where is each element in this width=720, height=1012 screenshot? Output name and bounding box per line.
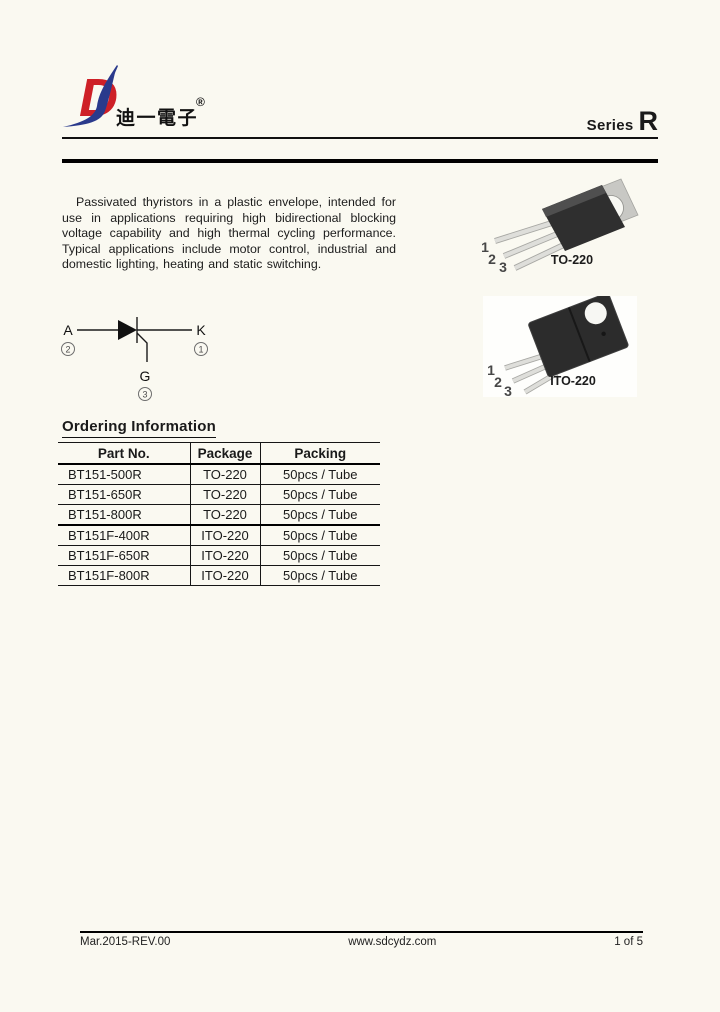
- part-number: BT151-500R: [58, 464, 191, 485]
- footer-revision: Mar.2015-REV.00: [80, 936, 171, 948]
- ordering-table: Part No. Package Packing BT151-500R TO-2…: [58, 442, 380, 586]
- to220-illustration-icon: 1 2 3 TO-220: [481, 178, 639, 275]
- package-type: ITO-220: [189, 565, 261, 586]
- column-header-packing: Packing: [259, 442, 380, 464]
- footer: Mar.2015-REV.00 www.sdcydz.com 1 of 5: [80, 936, 643, 948]
- gate-label: G: [140, 368, 151, 384]
- column-header-package: Package: [189, 442, 261, 464]
- ito220-package-figure: 1 2 3 ITO-220: [483, 292, 637, 399]
- part-number: BT151-800R: [58, 504, 191, 525]
- company-name: 迪一電子: [116, 108, 199, 129]
- to220-package-figure: 1 2 3 TO-220: [458, 170, 673, 292]
- cathode-label: K: [196, 322, 206, 338]
- package-type: TO-220: [189, 504, 261, 525]
- to220-pin1-label: 1: [481, 239, 489, 255]
- table-row: BT151-500R TO-220 50pcs / Tube: [58, 464, 380, 485]
- package-type: ITO-220: [189, 525, 261, 546]
- part-number: BT151F-800R: [58, 565, 191, 586]
- table-row: BT151F-800R ITO-220 50pcs / Tube: [58, 565, 380, 586]
- packing-info: 50pcs / Tube: [259, 484, 380, 505]
- thyristor-symbol-icon: A K G 2 1 3: [61, 317, 208, 401]
- package-type: TO-220: [189, 484, 261, 505]
- series-letter: R: [638, 106, 659, 136]
- product-description: Passivated thyristors in a plastic envel…: [62, 195, 396, 272]
- footer-divider: [80, 931, 643, 934]
- cathode-pin-number: 1: [198, 345, 203, 355]
- packing-info: 50pcs / Tube: [259, 504, 380, 525]
- ito220-package-name: ITO-220: [550, 374, 596, 388]
- packing-info: 50pcs / Tube: [259, 464, 380, 485]
- part-number: BT151-650R: [58, 484, 191, 505]
- table-row: BT151-800R TO-220 50pcs / Tube: [58, 504, 380, 525]
- series-word: Series: [586, 117, 634, 134]
- to220-pin3-label: 3: [499, 259, 507, 275]
- ito220-illustration-icon: 1 2 3 ITO-220: [487, 292, 629, 399]
- footer-website: www.sdcydz.com: [348, 936, 437, 948]
- packing-info: 50pcs / Tube: [259, 545, 380, 566]
- part-number: BT151F-400R: [58, 525, 191, 546]
- header-underline: [62, 137, 658, 139]
- ito220-pin3-label: 3: [504, 383, 512, 397]
- packing-info: 50pcs / Tube: [259, 525, 380, 546]
- package-type: TO-220: [189, 464, 261, 485]
- ito220-pin1-label: 1: [487, 362, 495, 378]
- table-row: BT151F-650R ITO-220 50pcs / Tube: [58, 545, 380, 566]
- part-number: BT151F-650R: [58, 545, 191, 566]
- packing-info: 50pcs / Tube: [259, 565, 380, 586]
- package-type: ITO-220: [189, 545, 261, 566]
- logo-mark-icon: D: [63, 65, 118, 128]
- table-header-row: Part No. Package Packing: [58, 442, 380, 464]
- ito220-pin2-label: 2: [494, 374, 502, 390]
- anode-label: A: [63, 322, 73, 338]
- table-row: BT151F-400R ITO-220 50pcs / Tube: [58, 525, 380, 546]
- column-header-partno: Part No.: [58, 442, 191, 464]
- table-row: BT151-650R TO-220 50pcs / Tube: [58, 484, 380, 505]
- gate-pin-number: 3: [142, 390, 147, 400]
- ordering-information-heading: Ordering Information: [62, 418, 216, 438]
- anode-pin-number: 2: [65, 345, 70, 355]
- footer-page-number: 1 of 5: [614, 936, 643, 948]
- ordering-heading-text: Ordering Information: [62, 418, 216, 438]
- to220-package-name: TO-220: [551, 253, 593, 267]
- registered-trademark: ®: [196, 95, 205, 109]
- header-divider: [62, 159, 658, 163]
- thyristor-symbol-figure: A K G 2 1 3: [55, 305, 225, 405]
- company-logo: D 迪一電子 ®: [55, 56, 255, 141]
- to220-pin2-label: 2: [488, 251, 496, 267]
